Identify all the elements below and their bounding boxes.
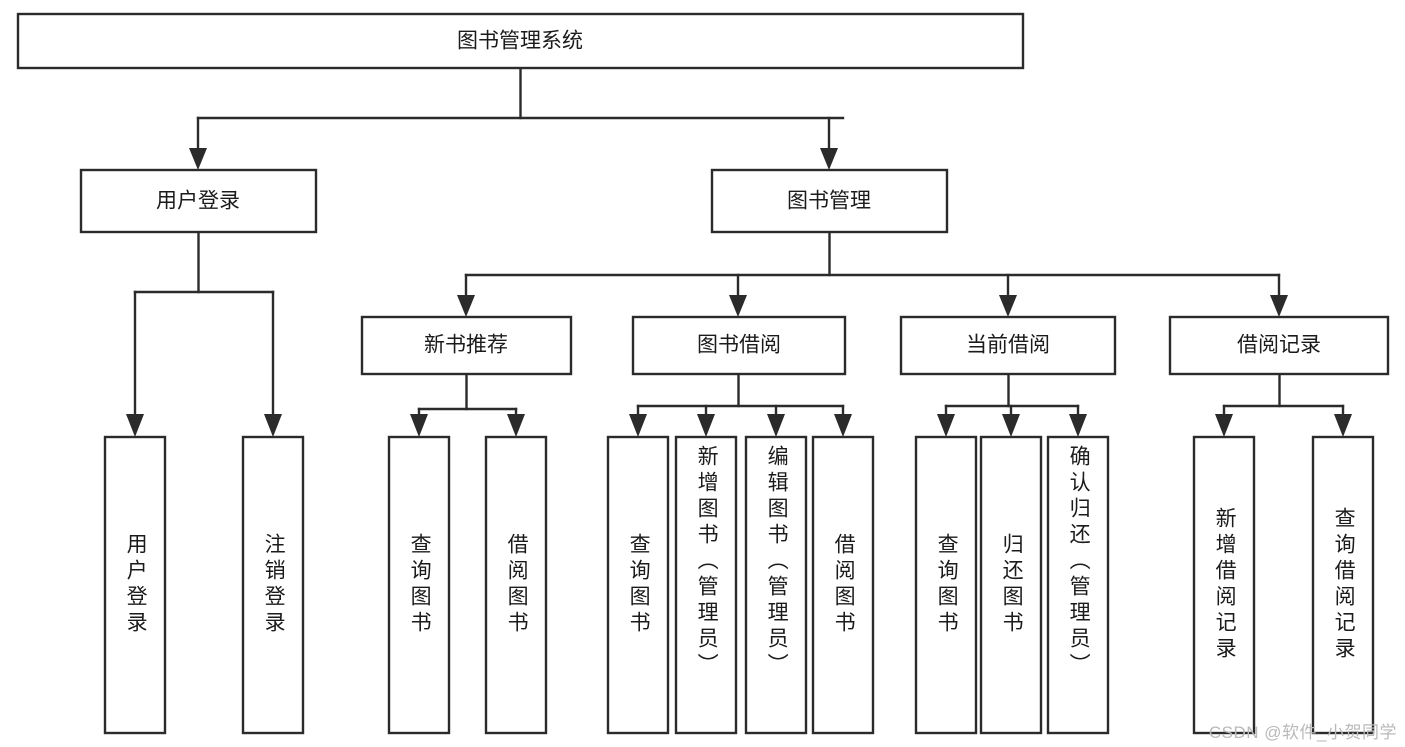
arrow-current-leaf2: [1002, 414, 1020, 437]
node-user-login-label: 用户登录: [156, 190, 240, 213]
node-leaf-borrow-book[interactable]: [811, 435, 875, 735]
node-current-borrow-label: 当前借阅: [966, 334, 1050, 357]
node-book-management-label: 图书管理: [787, 190, 871, 213]
node-leaf-borrow-book-recommend[interactable]: [484, 435, 548, 735]
node-leaf-return-book[interactable]: [979, 435, 1043, 735]
arrow-bookmgmt-to-record: [1270, 295, 1288, 317]
node-user-login[interactable]: [79, 168, 318, 234]
arrow-bookmgmt-to-current: [999, 295, 1017, 317]
arrow-userlogin-leaf2: [264, 414, 282, 437]
node-borrow-record-label: 借阅记录: [1237, 334, 1321, 357]
node-book-borrow-label: 图书借阅: [697, 334, 781, 357]
node-new-book-recommend-label: 新书推荐: [424, 334, 508, 357]
node-leaf-query-borrow-record[interactable]: [1311, 435, 1375, 735]
node-root-label: 图书管理系统: [457, 30, 583, 53]
arrow-root-to-book-mgmt: [820, 148, 838, 170]
arrow-bookmgmt-to-borrow: [729, 295, 747, 317]
node-leaf-query-book-borrow[interactable]: [606, 435, 670, 735]
arrow-newbook-leaf1: [410, 414, 428, 437]
arrow-newbook-leaf2: [507, 414, 525, 437]
arrow-root-to-user-login: [189, 148, 207, 170]
connector-layer: [126, 66, 1352, 437]
arrow-borrow-leaf1: [629, 414, 647, 437]
arrow-record-leaf1: [1215, 414, 1233, 437]
node-leaf-query-book-current[interactable]: [914, 435, 978, 735]
arrow-userlogin-leaf1: [126, 414, 144, 437]
node-leaf-user-login[interactable]: [103, 435, 167, 735]
node-layer: 图书管理系统 用户登录 图书管理 新书推荐 图书借阅 当前借阅 借阅记录: [16, 12, 1390, 735]
arrow-current-leaf3: [1069, 414, 1087, 437]
node-new-book-recommend[interactable]: [360, 315, 573, 376]
node-leaf-add-borrow-record[interactable]: [1192, 435, 1256, 735]
arrow-borrow-leaf4: [834, 414, 852, 437]
node-book-borrow[interactable]: [631, 315, 847, 376]
node-leaf-query-book-recommend[interactable]: [387, 435, 451, 735]
node-book-management[interactable]: [710, 168, 949, 234]
node-current-borrow[interactable]: [899, 315, 1117, 376]
node-leaf-add-book-admin[interactable]: [674, 435, 738, 735]
node-borrow-record[interactable]: [1168, 315, 1390, 376]
arrow-current-leaf1: [937, 414, 955, 437]
node-leaf-edit-book-admin[interactable]: [744, 435, 808, 735]
node-leaf-logout[interactable]: [241, 435, 305, 735]
arrow-borrow-leaf3: [767, 414, 785, 437]
node-root-book-system[interactable]: [16, 12, 1025, 70]
arrow-record-leaf2: [1334, 414, 1352, 437]
node-leaf-confirm-return-admin[interactable]: [1046, 435, 1110, 735]
arrow-borrow-leaf2: [697, 414, 715, 437]
arrow-bookmgmt-to-newbook: [457, 295, 475, 317]
